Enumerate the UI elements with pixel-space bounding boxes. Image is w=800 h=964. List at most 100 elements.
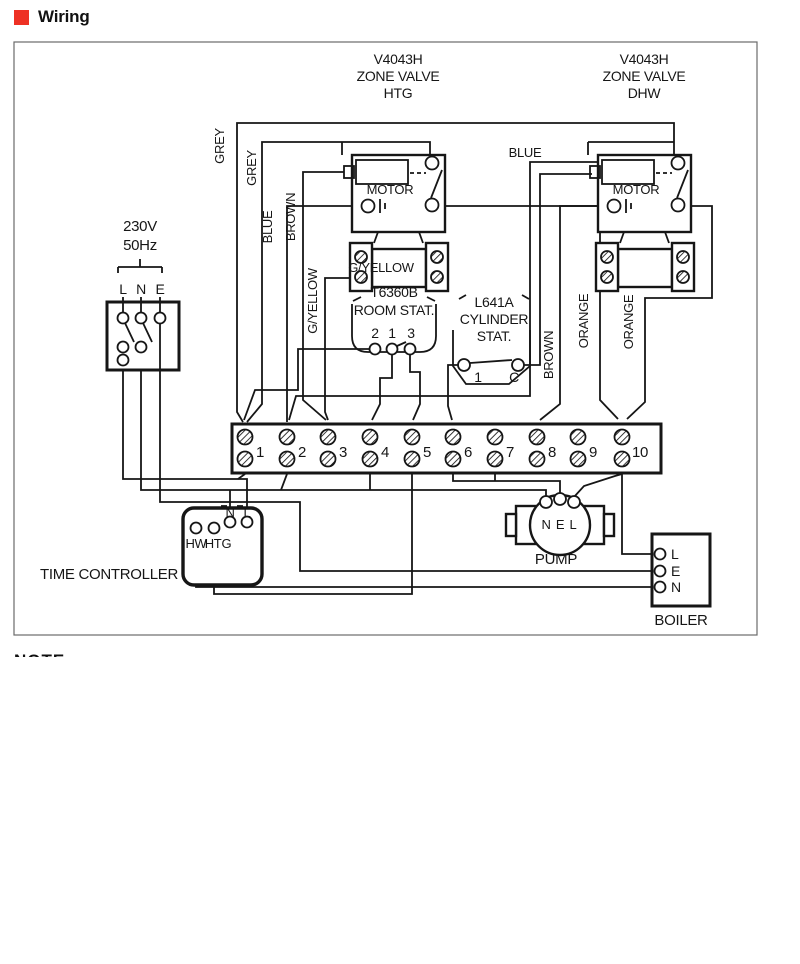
terminal-strip: 1 2 3 4 5 6 7 8 9 10: [230, 422, 663, 475]
wire-label-brown-right: BROWN: [541, 331, 556, 379]
room-stat-blade: [396, 341, 407, 347]
htg-switch-blade: [430, 169, 443, 199]
mains-n-blade: [142, 322, 153, 343]
dhw-motor-terminal: [606, 198, 622, 214]
wire-blue-right: [288, 161, 602, 421]
page-title: Wiring: [38, 7, 90, 26]
screw-terminal: [361, 450, 379, 468]
pump-e-label: E: [556, 517, 565, 532]
screw-terminal: [278, 428, 296, 446]
cyl-stat-model: L641A: [475, 294, 515, 310]
htg-switch-bottom: [424, 197, 440, 213]
tc-hw-label: HW: [185, 536, 207, 551]
screw-terminal: [319, 450, 337, 468]
time-controller-label: TIME CONTROLLER: [40, 566, 178, 583]
room-stat-terminal-2: [368, 342, 382, 356]
screw-terminal: [236, 450, 254, 468]
pump-e-terminal: [553, 492, 567, 506]
wire-grey-outer: [236, 122, 675, 423]
room-stat-name: ROOM STAT.: [354, 302, 434, 318]
mains-voltage-label: 230V: [123, 218, 157, 235]
screw-terminal: [613, 428, 631, 446]
htg-nut: [430, 250, 444, 264]
pump-l-terminal: [567, 495, 581, 509]
dhw-nut: [600, 270, 614, 284]
htg-model-label: V4043H: [374, 51, 423, 67]
wire-orange-2: [626, 205, 713, 420]
tc-htg-terminal: [207, 521, 221, 535]
dhw-nut: [676, 250, 690, 264]
htg-body-link-l: [373, 231, 379, 244]
mains-bracket: [117, 259, 163, 273]
room-stat-t3: 3: [407, 325, 415, 341]
boiler-n-label: N: [671, 579, 681, 595]
htg-switch-top: [424, 155, 440, 171]
mains-l-contact: [116, 340, 130, 354]
htg-motor-label: MOTOR: [367, 182, 414, 197]
boiler-e-label: E: [671, 563, 680, 579]
mains-freq-label: 50Hz: [123, 237, 157, 254]
screw-terminal: [528, 428, 546, 446]
htg-nut: [354, 270, 368, 284]
screw-terminal: [528, 450, 546, 468]
wire-mains-e: [159, 324, 652, 572]
terminal-number-8: 8: [548, 444, 556, 461]
cyl-stat-terminal-1: [457, 358, 471, 372]
pump-n-terminal: [539, 495, 553, 509]
dhw-switch-top: [670, 155, 686, 171]
wire-dhw-lid: [587, 141, 674, 155]
mains-leads: [122, 297, 161, 312]
htg-type-label: ZONE VALVE: [357, 68, 440, 84]
dhw-zone-label: DHW: [628, 85, 662, 101]
dhw-nut: [676, 270, 690, 284]
mains-l-contact2: [116, 353, 130, 367]
room-stat-ticks: [352, 296, 436, 302]
room-stat-t2: 2: [371, 325, 379, 341]
wire-label-grey-1: GREY: [212, 128, 227, 164]
terminal-number-5: 5: [423, 444, 431, 461]
htg-body-link-r: [418, 231, 424, 244]
mains-e-label: E: [155, 281, 164, 297]
screw-terminal: [486, 428, 504, 446]
wire-roomstat-2: [243, 348, 369, 421]
htg-motor-terminal: [360, 198, 376, 214]
terminal-number-10: 10: [632, 444, 648, 461]
room-stat-terminal-1: [385, 342, 399, 356]
screw-terminal: [613, 450, 631, 468]
htg-nut: [430, 270, 444, 284]
dhw-valve-body: [616, 247, 674, 289]
dhw-body-link-l: [619, 231, 625, 244]
dhw-solenoid: [601, 159, 655, 185]
wire-mains-l: [122, 366, 248, 516]
htg-zone-label: HTG: [384, 85, 413, 101]
boiler: L E N BOILER: [650, 532, 712, 629]
wire-pump-e: [452, 474, 561, 494]
terminal-number-9: 9: [589, 444, 597, 461]
zone-valve-dhw: V4043H ZONE VALVE DHW MOTOR: [589, 51, 696, 293]
wire-dhw-neutral: [539, 205, 607, 421]
cyl-stat-name1: CYLINDER: [460, 311, 529, 327]
wire-brown-right: [524, 173, 592, 366]
boiler-l-terminal: [653, 547, 667, 561]
tc-n-label: N: [225, 505, 234, 520]
wire-label-grey-2: GREY: [244, 150, 259, 186]
dhw-motor-tab: [589, 165, 601, 179]
screw-terminal: [403, 428, 421, 446]
boiler-l-label: L: [671, 546, 679, 562]
mains-n-contact: [134, 340, 148, 354]
mains-l-terminal: [116, 311, 130, 325]
mains-e-terminal: [153, 311, 167, 325]
pump-l-label: L: [570, 517, 577, 532]
mains-l-blade: [124, 322, 135, 343]
zone-valve-htg: V4043H ZONE VALVE HTG MOTOR: [343, 51, 450, 293]
time-controller-box: [181, 506, 264, 587]
tc-l-terminal: [240, 515, 254, 529]
wire-brown-left: [302, 171, 344, 421]
terminal-number-3: 3: [339, 444, 347, 461]
terminal-number-6: 6: [464, 444, 472, 461]
htg-solenoid: [355, 159, 409, 185]
wire-label-orange-2: ORANGE: [621, 294, 636, 349]
time-controller: N L HW HTG TIME CONTROLLER: [40, 505, 264, 587]
wire-blue-left: [286, 205, 361, 422]
